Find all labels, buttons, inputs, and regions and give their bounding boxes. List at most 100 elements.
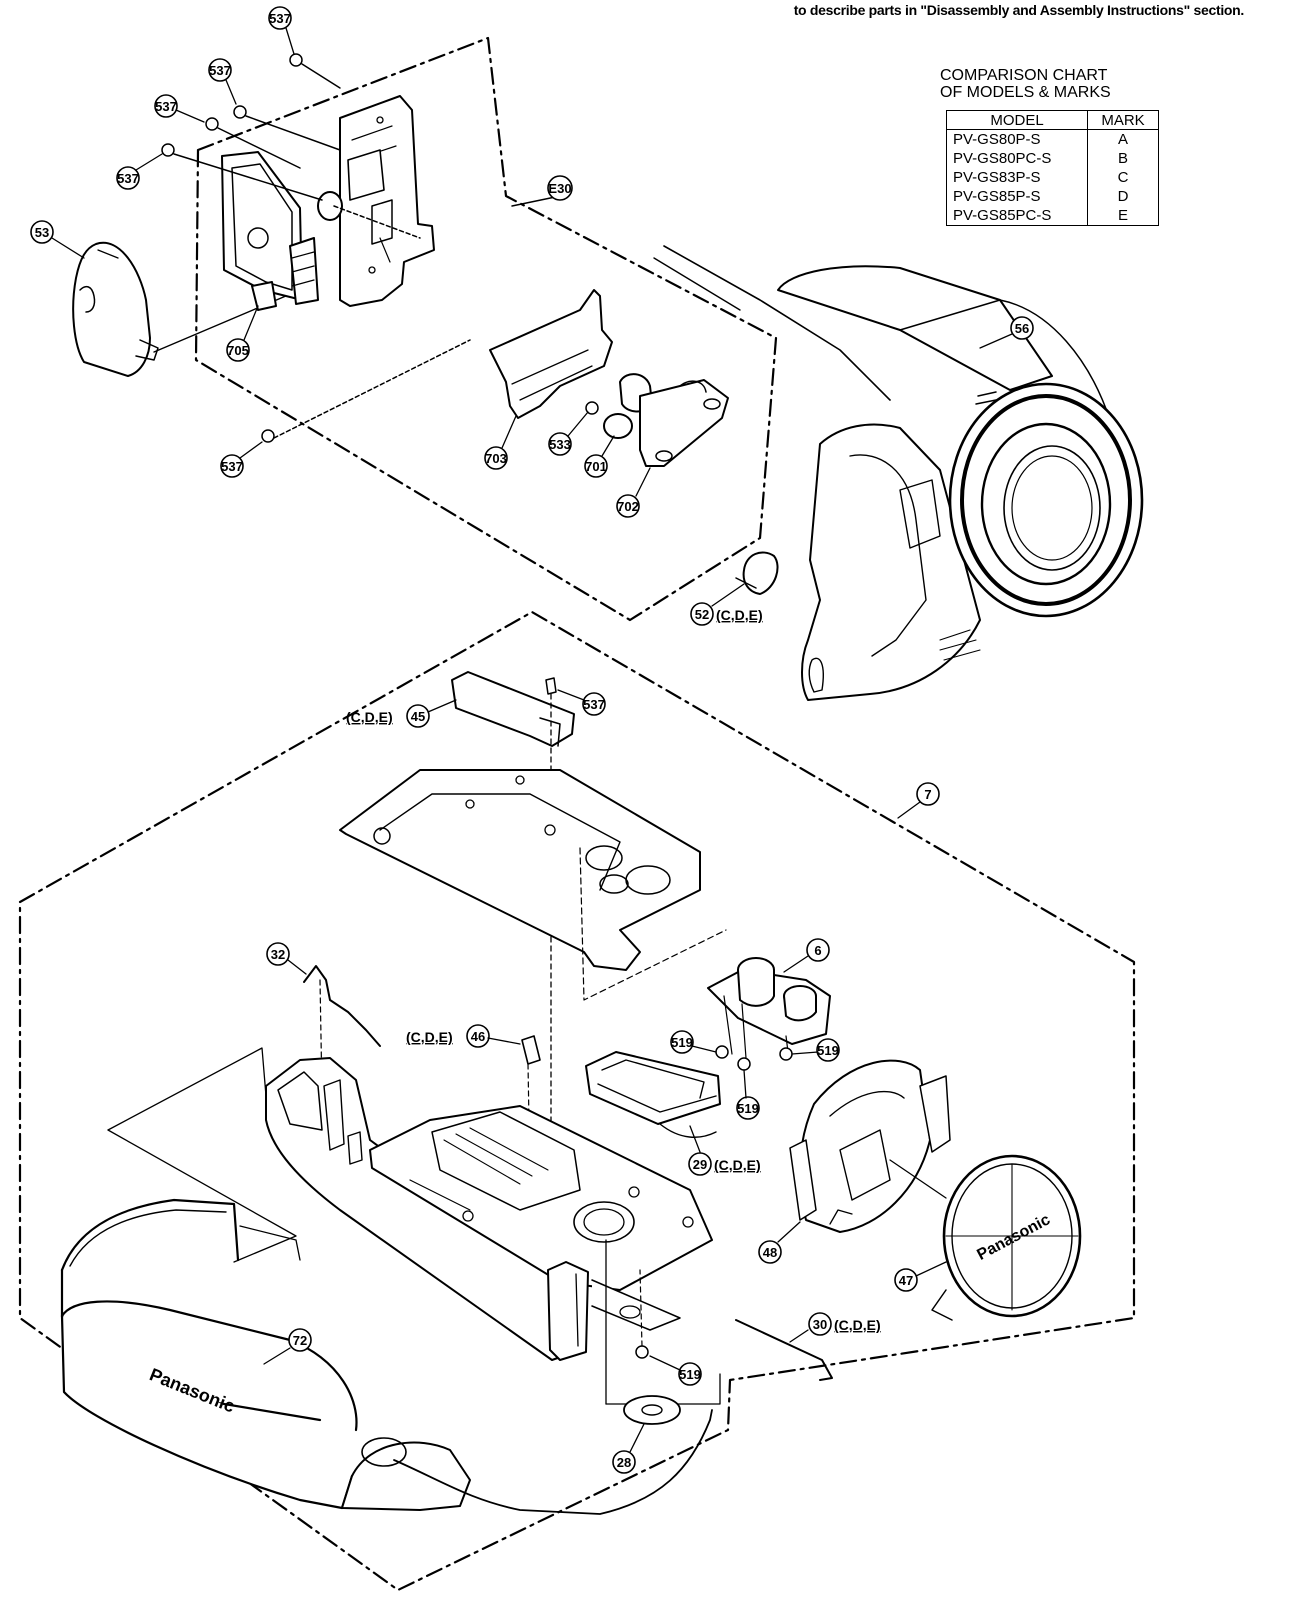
table-row: PV-GS80P-S A <box>946 129 1159 149</box>
model-cell: PV-GS80P-S <box>946 129 1088 149</box>
table-row: PV-GS85P-S D <box>946 187 1159 206</box>
callout-prefix: (C,D,E) <box>346 709 393 725</box>
callout-28: 28 <box>612 1423 645 1474</box>
callout-72: 72 <box>263 1328 312 1365</box>
model-cell: PV-GS83P-S <box>946 168 1088 187</box>
header-note: to describe parts in "Disassembly and As… <box>793 2 1245 18</box>
callout-label: 519 <box>671 1035 693 1050</box>
callout-label: 519 <box>679 1367 701 1382</box>
callout-label: 701 <box>585 459 607 474</box>
comparison-chart-table: MODEL MARK PV-GS80P-S A PV-GS80PC-S B PV… <box>946 110 1159 226</box>
callout-label: 519 <box>737 1101 759 1116</box>
callout-label: 537 <box>155 99 177 114</box>
callout-label: 537 <box>269 11 291 26</box>
callout-48: 48 <box>758 1221 801 1264</box>
model-cell: PV-GS80PC-S <box>946 149 1088 168</box>
callout-prefix: (C,D,E) <box>406 1029 453 1045</box>
callout-label: E30 <box>548 181 571 196</box>
screw-519-bottom <box>635 1345 649 1359</box>
lower-assembly-boundary <box>18 610 1136 1592</box>
callout-label: 6 <box>814 943 821 958</box>
callout-537-lower: 537 <box>557 689 606 716</box>
column-header-model: MODEL <box>946 110 1088 130</box>
callout-519-left: 519 <box>670 1030 717 1054</box>
callout-label: 537 <box>221 459 243 474</box>
lens-cap-part-47 <box>889 1154 1082 1321</box>
callout-537-second: 537 <box>208 58 237 105</box>
callout-6: 6 <box>783 938 830 973</box>
hand-strap-part-72 <box>60 1198 713 1515</box>
callout-label: 45 <box>411 709 425 724</box>
upper-circuit-board <box>317 95 435 307</box>
callout-label: 702 <box>617 499 639 514</box>
comparison-chart-title: COMPARISON CHART OF MODELS & MARKS <box>940 67 1160 101</box>
mark-cell: D <box>1087 187 1159 206</box>
callout-label: 519 <box>817 1043 839 1058</box>
callout-label: 32 <box>271 947 285 962</box>
callout-label: 533 <box>549 437 571 452</box>
table-row: PV-GS83P-S C <box>946 168 1159 187</box>
screws-537-cluster <box>161 53 471 443</box>
upper-assembly-boundary <box>194 36 778 622</box>
callout-label: 48 <box>763 1245 777 1260</box>
callout-56: 56 <box>979 316 1034 349</box>
part-52-mic <box>735 551 779 595</box>
model-cell: PV-GS85P-S <box>946 187 1088 206</box>
chassis-plate <box>339 769 727 1001</box>
mode-dial-bracket <box>221 151 319 311</box>
callout-32: 32 <box>266 942 307 975</box>
callout-suffix: (C,D,E) <box>834 1317 881 1333</box>
comparison-chart-title-line2: OF MODELS & MARKS <box>940 84 1111 101</box>
front-housing-part-56 <box>653 245 1144 701</box>
callout-52: 52 (C,D,E) <box>690 583 763 626</box>
lens-cap-holder-part-48 <box>789 1059 951 1233</box>
mark-cell: A <box>1087 129 1159 149</box>
callout-702: 702 <box>616 467 651 518</box>
callout-label: 29 <box>693 1157 707 1172</box>
model-cell: PV-GS85PC-S <box>946 206 1088 226</box>
callout-label: 56 <box>1015 321 1029 336</box>
table-row: PV-GS85PC-S E <box>946 206 1159 226</box>
zoom-button-assembly <box>489 289 729 467</box>
callout-537-mid: 537 <box>220 441 263 478</box>
callout-705: 705 <box>226 305 259 362</box>
callout-label: 537 <box>209 63 231 78</box>
callout-47: 47 <box>894 1261 947 1292</box>
callout-29: 29 (C,D,E) <box>688 1125 761 1176</box>
callout-519-bottom: 519 <box>649 1355 702 1386</box>
callout-label: 705 <box>227 343 249 358</box>
callout-label: 537 <box>117 171 139 186</box>
washer-part-28 <box>623 1395 681 1425</box>
comparison-chart-title-line1: COMPARISON CHART <box>940 67 1108 84</box>
column-header-mark: MARK <box>1087 110 1159 130</box>
callout-label: 703 <box>485 451 507 466</box>
callout-label: 537 <box>583 697 605 712</box>
callout-suffix: (C,D,E) <box>716 607 763 623</box>
callout-suffix: (C,D,E) <box>714 1157 761 1173</box>
callout-label: 72 <box>293 1333 307 1348</box>
callout-7: 7 <box>897 782 940 819</box>
callout-label: 28 <box>617 1455 631 1470</box>
callout-519-right: 519 <box>791 1038 840 1062</box>
callout-533: 533 <box>548 411 589 456</box>
part-29-bracket <box>585 1051 721 1138</box>
callout-label: 53 <box>35 225 49 240</box>
callout-703: 703 <box>484 415 517 470</box>
lower-body-housing <box>107 1047 721 1405</box>
callout-519-center: 519 <box>736 1069 760 1120</box>
callout-label: 47 <box>899 1273 913 1288</box>
mark-cell: C <box>1087 168 1159 187</box>
callout-537-top: 537 <box>268 6 295 55</box>
callout-e30: E30 <box>547 175 573 201</box>
callout-label: 52 <box>695 607 709 622</box>
mark-cell: E <box>1087 206 1159 226</box>
callout-46: (C,D,E) 46 <box>406 1024 521 1048</box>
wire-part-32 <box>303 965 381 1047</box>
mark-cell: B <box>1087 149 1159 168</box>
callout-label: 46 <box>471 1029 485 1044</box>
pin-part-30 <box>735 1319 833 1381</box>
callout-537-fourth: 537 <box>116 153 163 190</box>
callout-701: 701 <box>584 435 615 478</box>
speaker-module-part-6 <box>707 957 831 1071</box>
